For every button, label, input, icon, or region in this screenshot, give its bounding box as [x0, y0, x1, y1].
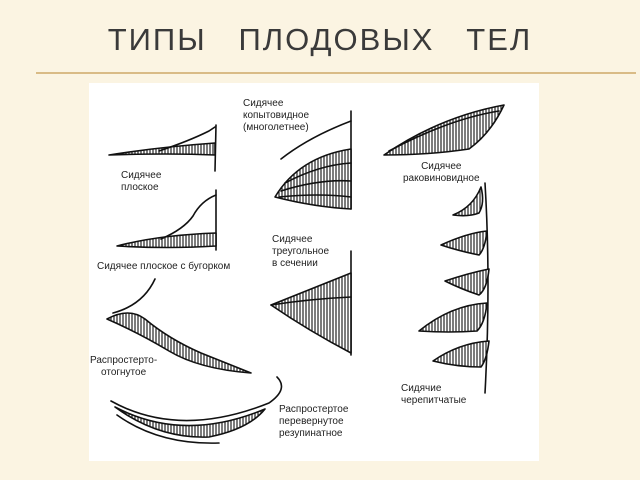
sessile-hoof-drawing	[274, 110, 352, 210]
fruiting-body-types-figure: Сидячее плоское Сидячее плоское с бугорк…	[89, 83, 539, 461]
sessile-flat-tubercle-drawing	[116, 189, 217, 251]
label-spread-reflexed: Распростерто- отогнутое	[90, 355, 158, 378]
fruiting-body-illustration	[106, 104, 505, 444]
label-spread-resupinate: Распростертое перевернутое резупинатное	[279, 404, 349, 439]
label-sessile-triangular: Сидячее треугольное в сечении	[272, 234, 330, 269]
spread-resupinate-drawing	[110, 376, 283, 444]
sessile-flat-drawing	[108, 124, 217, 172]
label-sessile-flat: Сидячее плоское	[121, 170, 162, 193]
label-sessile-hoof: Сидячее копытовидное (многолетнее)	[243, 98, 310, 133]
slide-title: ТИПЫ ПЛОДОВЫХ ТЕЛ	[107, 22, 533, 57]
sessile-triangular-drawing	[270, 250, 352, 356]
label-sessile-imbricate: Сидячие черепитчатые	[401, 383, 467, 406]
spread-reflexed-drawing	[106, 278, 252, 374]
sessile-imbricate-drawing	[418, 182, 490, 394]
sessile-shell-drawing	[383, 104, 505, 156]
title-divider	[36, 72, 636, 74]
label-sessile-flat-tubercle: Сидячее плоское с бугорком	[97, 261, 231, 272]
label-sessile-shell: Сидячее раковиновидное	[403, 161, 480, 184]
